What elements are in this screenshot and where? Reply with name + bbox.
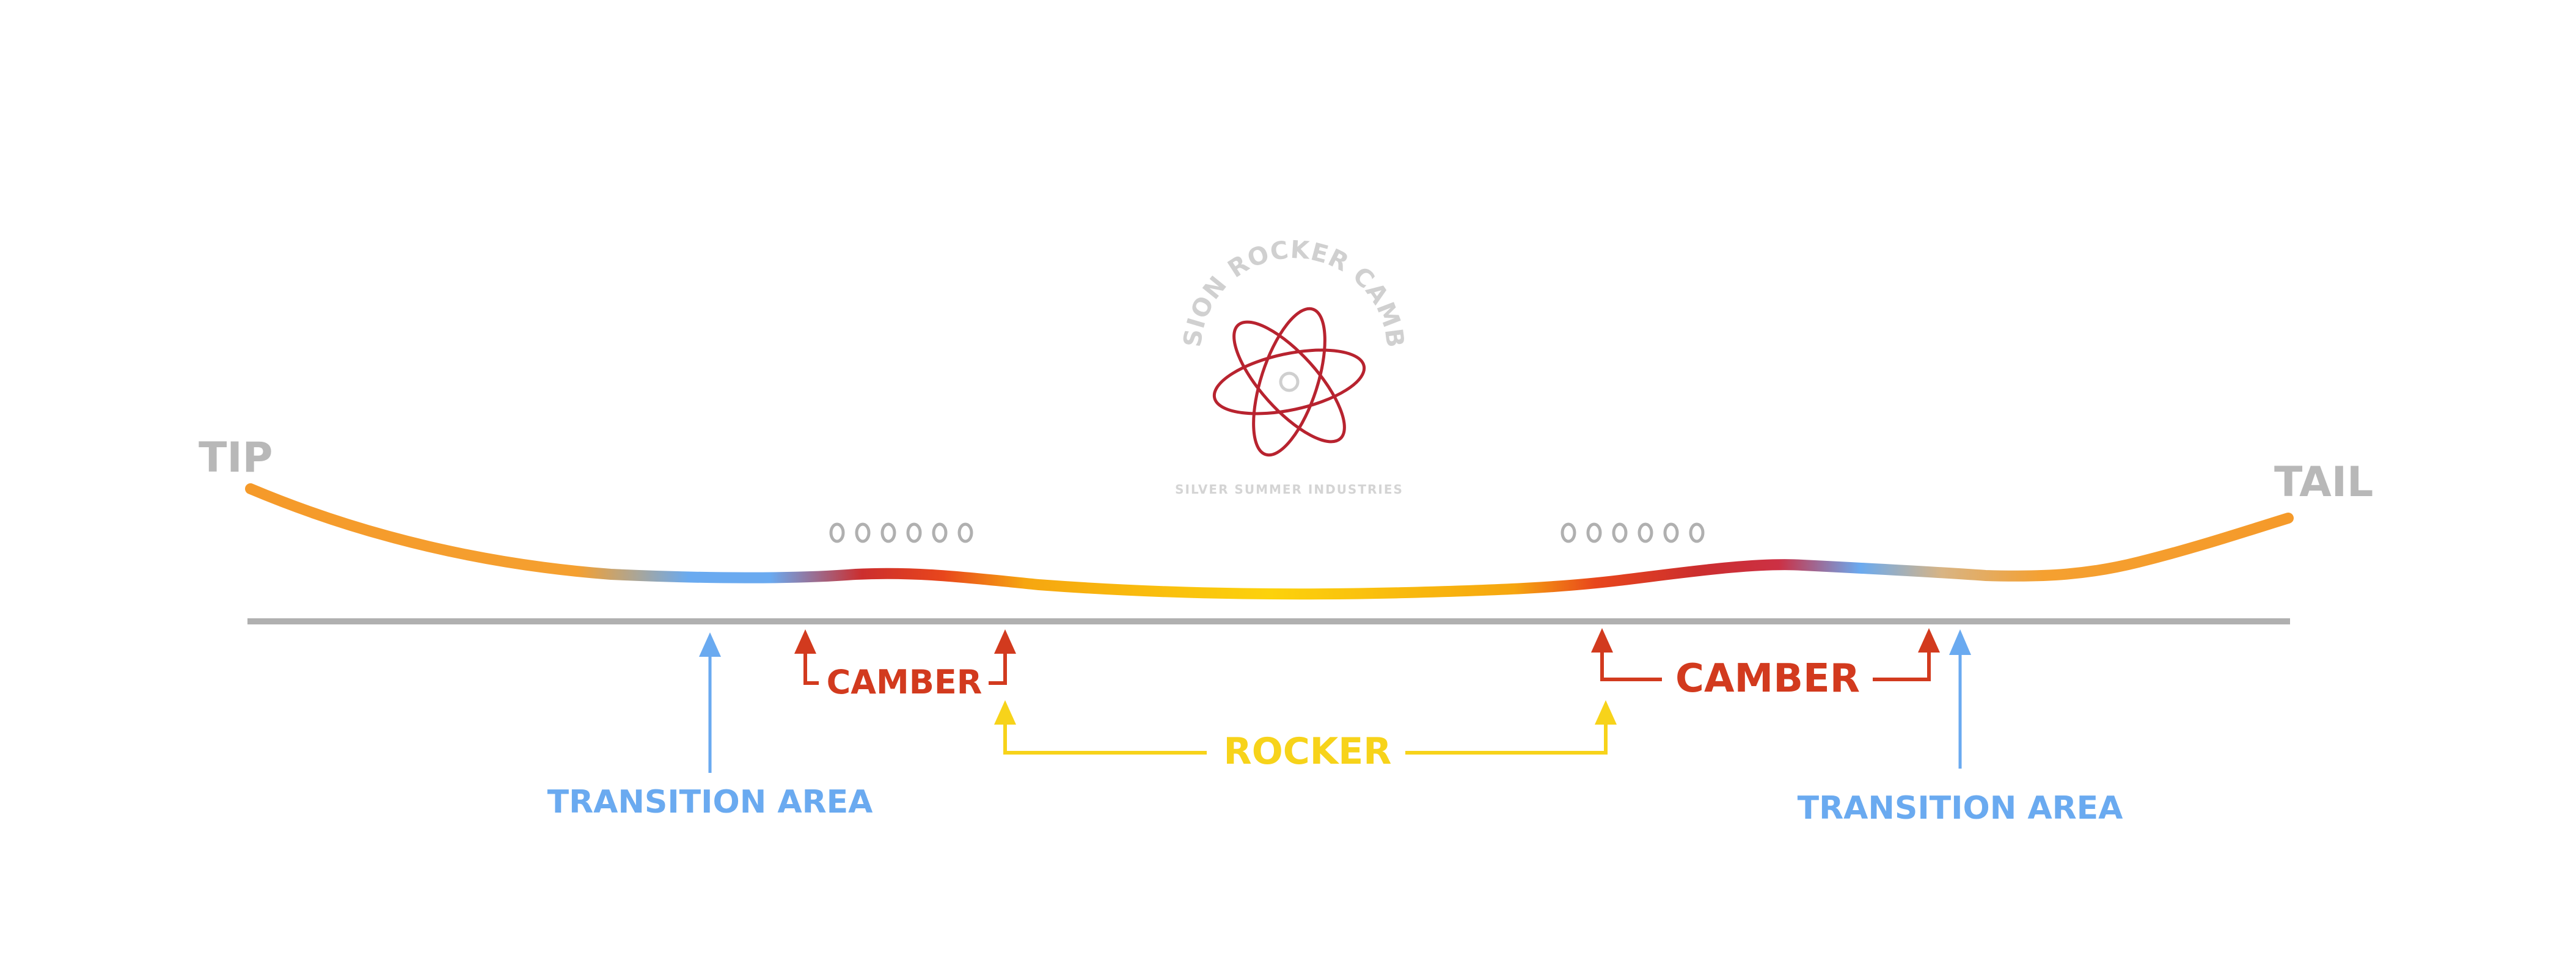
camber-left-label: CAMBER bbox=[827, 663, 982, 701]
arrow-up-icon bbox=[1949, 629, 1971, 655]
arrow-up-icon bbox=[699, 632, 721, 657]
insert-holes-icon bbox=[829, 522, 973, 543]
camber-left-bracket bbox=[803, 653, 1007, 685]
transition-right-label: TRANSITION AREA bbox=[1798, 790, 2123, 827]
transition-left-marker bbox=[699, 632, 721, 773]
arrow-up-icon bbox=[994, 700, 1016, 725]
insert-holes-icon bbox=[1561, 522, 1705, 543]
transition-right-marker bbox=[1949, 629, 1971, 769]
tail-label: TAIL bbox=[2274, 458, 2373, 506]
arrow-up-icon bbox=[794, 629, 816, 654]
camber-right-bracket bbox=[1600, 653, 1931, 681]
rocker-label: ROCKER bbox=[1224, 730, 1392, 773]
rocker-bracket bbox=[1003, 722, 1608, 755]
tip-label: TIP bbox=[199, 434, 273, 482]
atom-logo-icon: FUSION ROCKER CAMBER SILVER SUMMER INDUS… bbox=[0, 0, 1409, 497]
arrow-up-icon bbox=[994, 629, 1016, 654]
transition-left-label: TRANSITION AREA bbox=[547, 784, 873, 821]
arrow-up-icon bbox=[1918, 628, 1940, 653]
camber-right-label: CAMBER bbox=[1675, 656, 1860, 701]
arrow-up-icon bbox=[1595, 700, 1617, 725]
logo-sub-text: SILVER SUMMER INDUSTRIES bbox=[1175, 482, 1403, 497]
arrow-up-icon bbox=[1591, 628, 1613, 653]
logo-arc-text: FUSION ROCKER CAMBER bbox=[0, 0, 1409, 349]
board-profile bbox=[245, 483, 2294, 600]
